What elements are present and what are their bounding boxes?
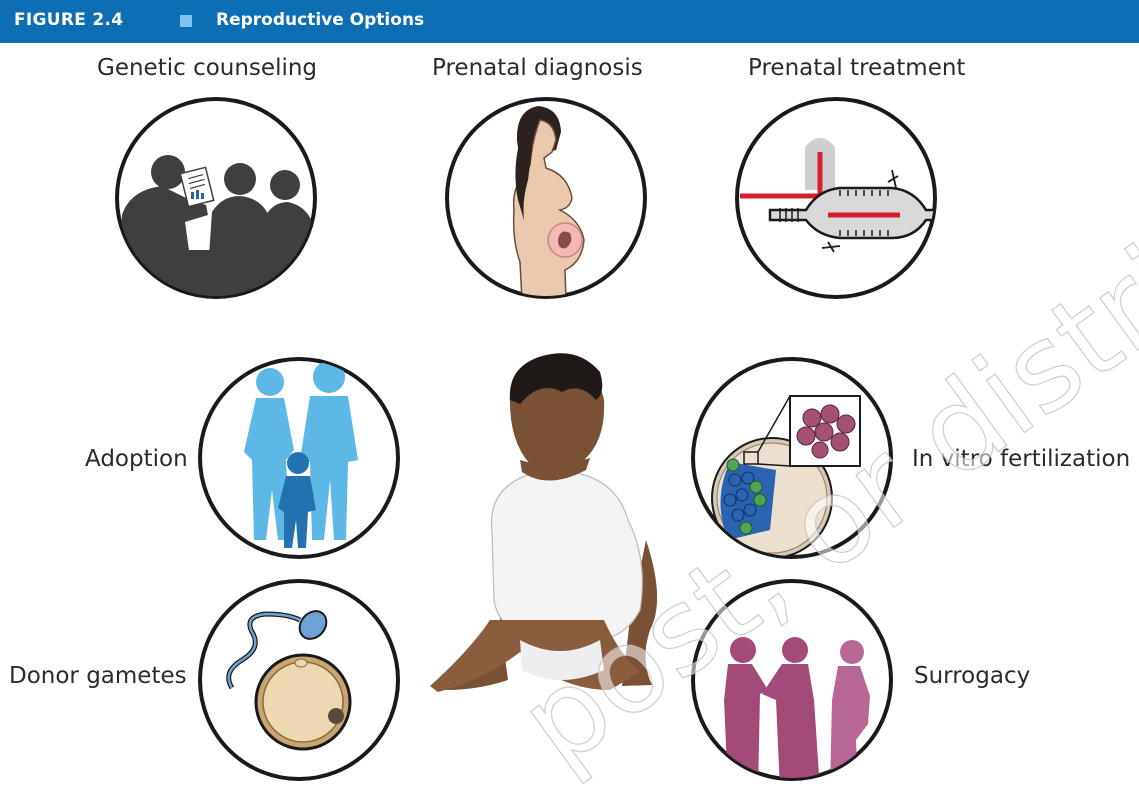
- watermark-text: post, or distribut: [495, 105, 1139, 793]
